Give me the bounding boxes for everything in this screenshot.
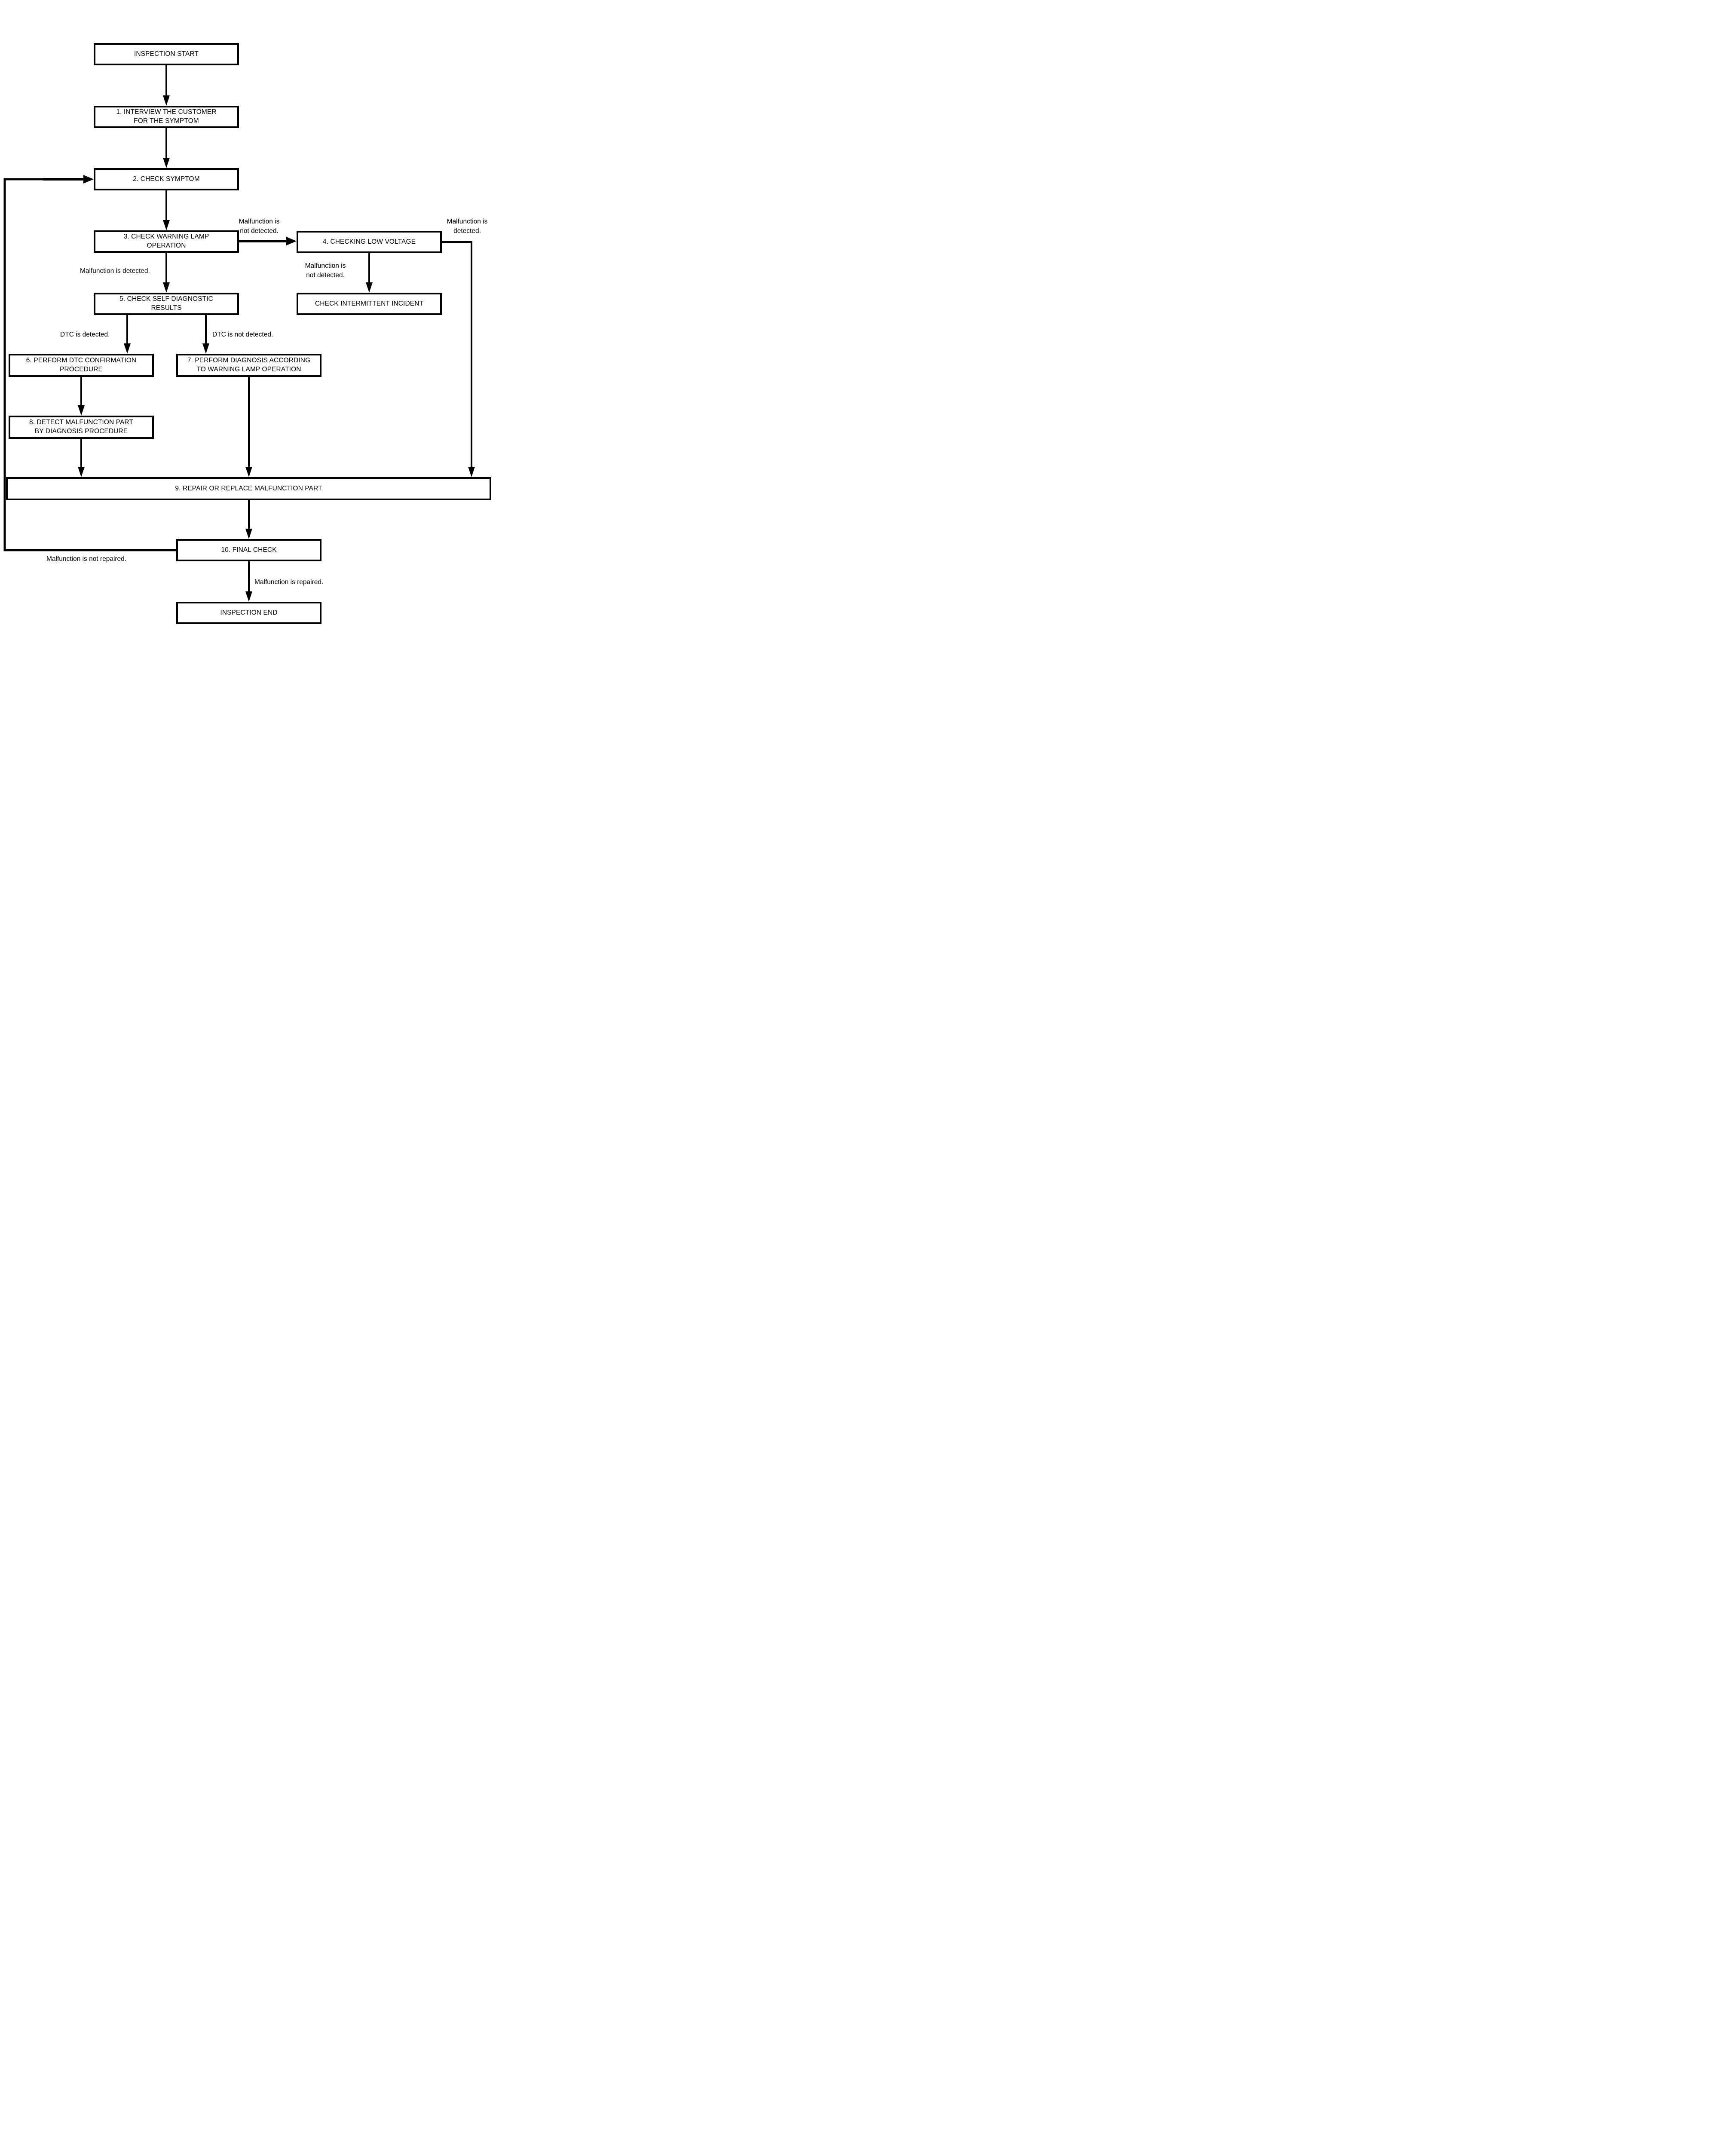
node-step-7-diagnosis-warning-lamp: 7. PERFORM DIAGNOSIS ACCORDING TO WARNIN… [176, 354, 321, 377]
edge-label-malfunction-not-detected-top: Malfunction is not detected. [239, 218, 280, 235]
connector-step2-step3 [163, 190, 170, 230]
node-inspection-start: INSPECTION START [94, 43, 239, 65]
connector-step4-intermittent [366, 253, 373, 293]
connector-line [3, 178, 176, 551]
edge-label-malfunction-detected-right: Malfunction is detected. [447, 218, 488, 235]
connector-arrowhead [468, 467, 475, 477]
connector-step4-step9 [442, 241, 475, 477]
node-step-10-final-check: 10. FINAL CHECK [176, 539, 321, 561]
node-inspection-end: INSPECTION END [176, 602, 321, 624]
connector-arrowhead [124, 343, 131, 354]
edge-label-dtc-detected: DTC is detected. [60, 331, 110, 338]
edge-label-malfunction-detected-left: Malfunction is detected. [80, 267, 150, 275]
connector-arrowhead [78, 467, 85, 477]
connector-step3-step4 [239, 237, 297, 245]
connector-step9-step10 [245, 500, 252, 539]
connector-layer [3, 65, 475, 602]
connector-arrowhead [83, 175, 94, 184]
connector-step10-step2 [3, 175, 176, 551]
connector-arrowhead [286, 237, 297, 245]
connector-arrowhead [163, 95, 170, 106]
connector-arrowhead [366, 282, 373, 293]
connector-line [442, 241, 472, 474]
connector-arrowhead [245, 529, 252, 539]
node-step-4-checking-low-voltage: 4. CHECKING LOW VOLTAGE [297, 231, 442, 253]
connector-arrowhead [245, 467, 252, 477]
node-check-intermittent-incident: CHECK INTERMITTENT INCIDENT [297, 293, 442, 315]
edge-label-malfunction-not-repaired: Malfunction is not repaired. [46, 555, 127, 563]
connector-step1-step2 [163, 128, 170, 168]
connector-step5-step6 [124, 315, 131, 354]
connector-step5-step7 [202, 315, 209, 354]
connector-step10-end [245, 561, 252, 602]
node-step-5-check-self-diagnostic: 5. CHECK SELF DIAGNOSTIC RESULTS [94, 293, 239, 315]
connector-start-step1 [163, 65, 170, 106]
edge-label-dtc-not-detected: DTC is not detected. [212, 331, 273, 338]
flowchart-canvas: INSPECTION START 1. INTERVIEW THE CUSTOM… [0, 0, 495, 671]
connector-step3-step5 [163, 253, 170, 293]
connector-arrowhead [163, 282, 170, 293]
node-step-6-dtc-confirmation: 6. PERFORM DTC CONFIRMATION PROCEDURE [9, 354, 154, 377]
node-step-3-check-warning-lamp: 3. CHECK WARNING LAMP OPERATION [94, 230, 239, 253]
connector-arrowhead [245, 591, 252, 602]
node-step-1-interview-customer: 1. INTERVIEW THE CUSTOMER FOR THE SYMPTO… [94, 106, 239, 128]
connector-step8-step9 [78, 439, 85, 477]
connector-arrowhead [202, 343, 209, 354]
edge-label-malfunction-repaired: Malfunction is repaired. [254, 579, 324, 586]
connector-arrowhead [163, 158, 170, 168]
edge-label-malfunction-not-detected-mid: Malfunction is not detected. [305, 262, 346, 279]
connector-arrowhead [78, 405, 85, 416]
node-step-9-repair-or-replace: 9. REPAIR OR REPLACE MALFUNCTION PART [6, 477, 491, 500]
node-step-8-detect-malfunction-part: 8. DETECT MALFUNCTION PART BY DIAGNOSIS … [9, 416, 154, 439]
connector-step7-step9 [245, 377, 252, 477]
node-step-2-check-symptom: 2. CHECK SYMPTOM [94, 168, 239, 190]
connector-arrowhead [163, 220, 170, 230]
connector-step6-step8 [78, 377, 85, 416]
